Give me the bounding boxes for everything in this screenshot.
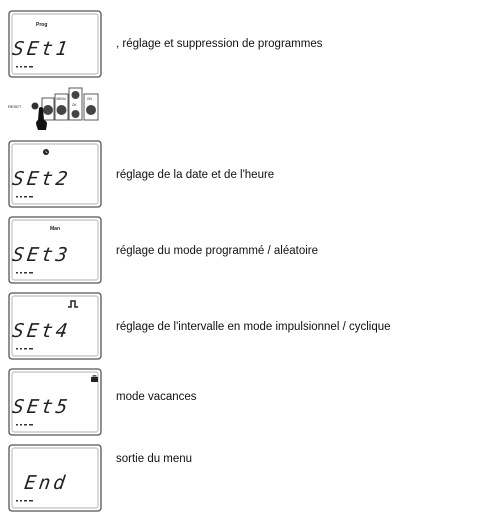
lcd-display: SEt5 <box>8 368 102 436</box>
control-buttons-panel: RESET MENU OK ON <box>8 87 99 130</box>
menu-row-set5: SEt5 mode vacances <box>8 368 492 438</box>
clock-icon <box>43 149 49 155</box>
lcd-status-dots <box>16 500 33 502</box>
ok-button[interactable] <box>71 91 80 99</box>
lcd-display: Man SEt3 <box>8 216 102 284</box>
lcd-code: SEt3 <box>11 243 72 266</box>
menu-button-label: MENU <box>57 97 67 101</box>
row-description: sortie du menu <box>116 453 193 465</box>
row-description: , réglage et suppression de programmes <box>116 38 323 50</box>
reset-button[interactable] <box>31 102 39 110</box>
row-description: réglage de l'intervalle en mode impulsio… <box>116 321 391 333</box>
menu-row-set1: Prog SEt1 , réglage et suppression de pr… <box>8 10 492 80</box>
ok-button-label: OK <box>72 103 77 107</box>
menu-row-set2: SEt2 réglage de la date et de l'heure <box>8 140 492 210</box>
menu-row-set4: SEt4 réglage de l'intervalle en mode imp… <box>8 292 492 362</box>
lcd-indicator: Prog <box>36 22 47 28</box>
pulse-icon <box>68 300 78 308</box>
suitcase-icon <box>91 375 98 382</box>
lcd-status-dots <box>16 66 33 68</box>
menu-row-end: End sortie du menu <box>8 444 492 514</box>
lcd-status-dots <box>16 348 33 350</box>
menu-row-set3: Man SEt3 réglage du mode programmé / alé… <box>8 216 492 286</box>
lcd-display: SEt2 <box>8 140 102 208</box>
lcd-status-dots <box>16 424 33 426</box>
lcd-display: SEt4 <box>8 292 102 360</box>
lcd-code: SEt4 <box>11 319 72 342</box>
on-button[interactable] <box>86 105 96 115</box>
row-description: réglage de la date et de l'heure <box>116 169 275 181</box>
lcd-status-dots <box>16 272 33 274</box>
lcd-status-dots <box>16 196 33 198</box>
lcd-code: SEt5 <box>11 395 72 418</box>
reset-label: RESET <box>8 104 22 109</box>
finger-press-icon <box>36 107 47 130</box>
lcd-code: SEt2 <box>11 167 72 190</box>
lcd-indicator: Man <box>50 226 60 232</box>
menu-button[interactable] <box>56 105 67 115</box>
lcd-display: End <box>8 444 102 512</box>
row-description: réglage du mode programmé / aléatoire <box>116 245 319 257</box>
on-button-label: ON <box>87 97 92 101</box>
lcd-display: Prog SEt1 <box>8 10 102 78</box>
lcd-code: End <box>23 471 70 494</box>
lcd-code: SEt1 <box>11 37 72 60</box>
row-description: mode vacances <box>116 391 197 403</box>
